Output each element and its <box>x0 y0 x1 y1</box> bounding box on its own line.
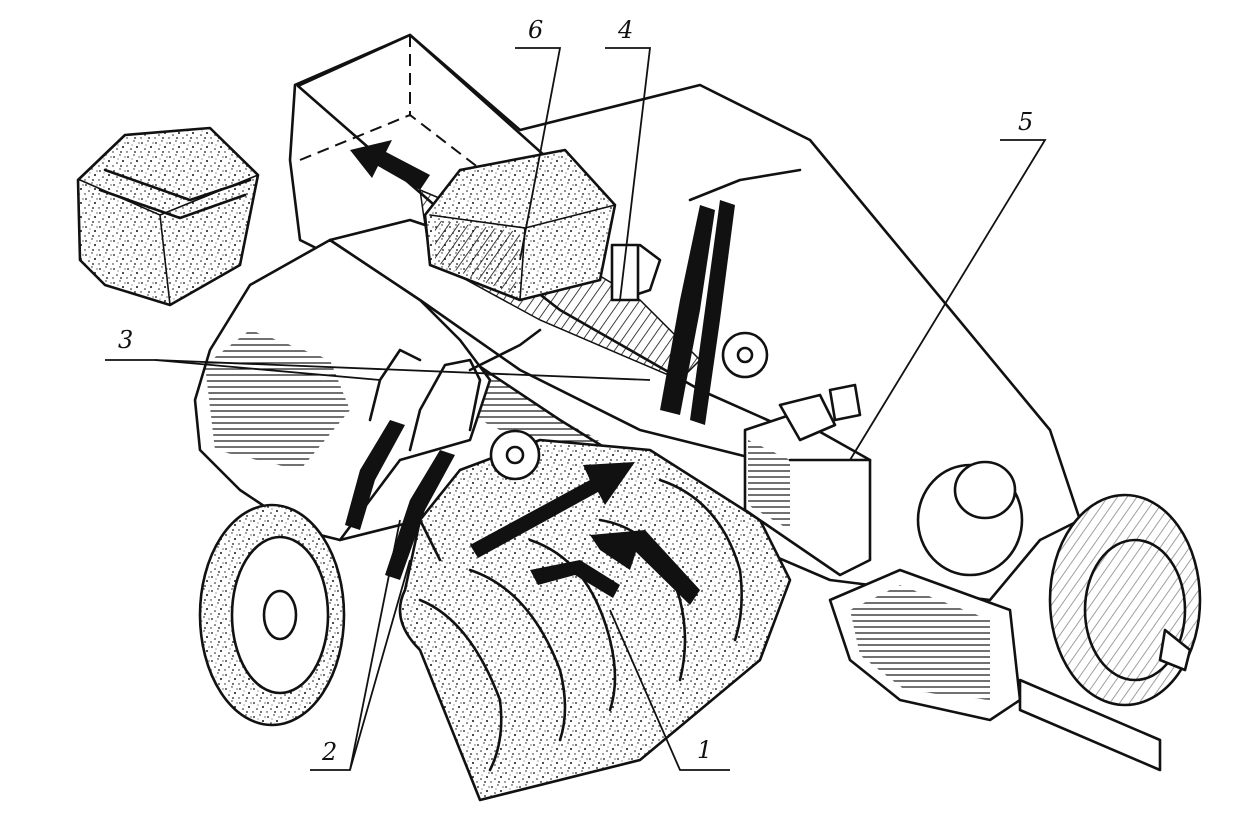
callout-5: 5 <box>849 108 1047 461</box>
callout-3: 3 <box>105 326 651 381</box>
drive-housing <box>743 383 872 577</box>
wheel <box>198 503 442 727</box>
label-5: 5 <box>1018 108 1033 136</box>
bale-in-chamber <box>423 148 617 302</box>
label-4: 4 <box>617 16 633 44</box>
callout-6: 6 <box>515 16 562 261</box>
label-1: 1 <box>697 736 712 764</box>
callout-4: 4 <box>605 16 652 301</box>
chamber-feed-arrow <box>350 140 430 190</box>
label-3: 3 <box>118 326 133 354</box>
finished-bale <box>76 126 260 307</box>
flywheel-assembly <box>828 460 1202 772</box>
label-6: 6 <box>528 16 543 44</box>
label-2: 2 <box>321 738 337 766</box>
callout-2: 2 <box>310 519 411 771</box>
knotter-assembly <box>610 168 802 425</box>
drum-flow-arrows <box>470 462 700 605</box>
packer-tines <box>345 328 542 580</box>
pickup-drum <box>398 438 792 802</box>
callout-1: 1 <box>609 609 730 771</box>
